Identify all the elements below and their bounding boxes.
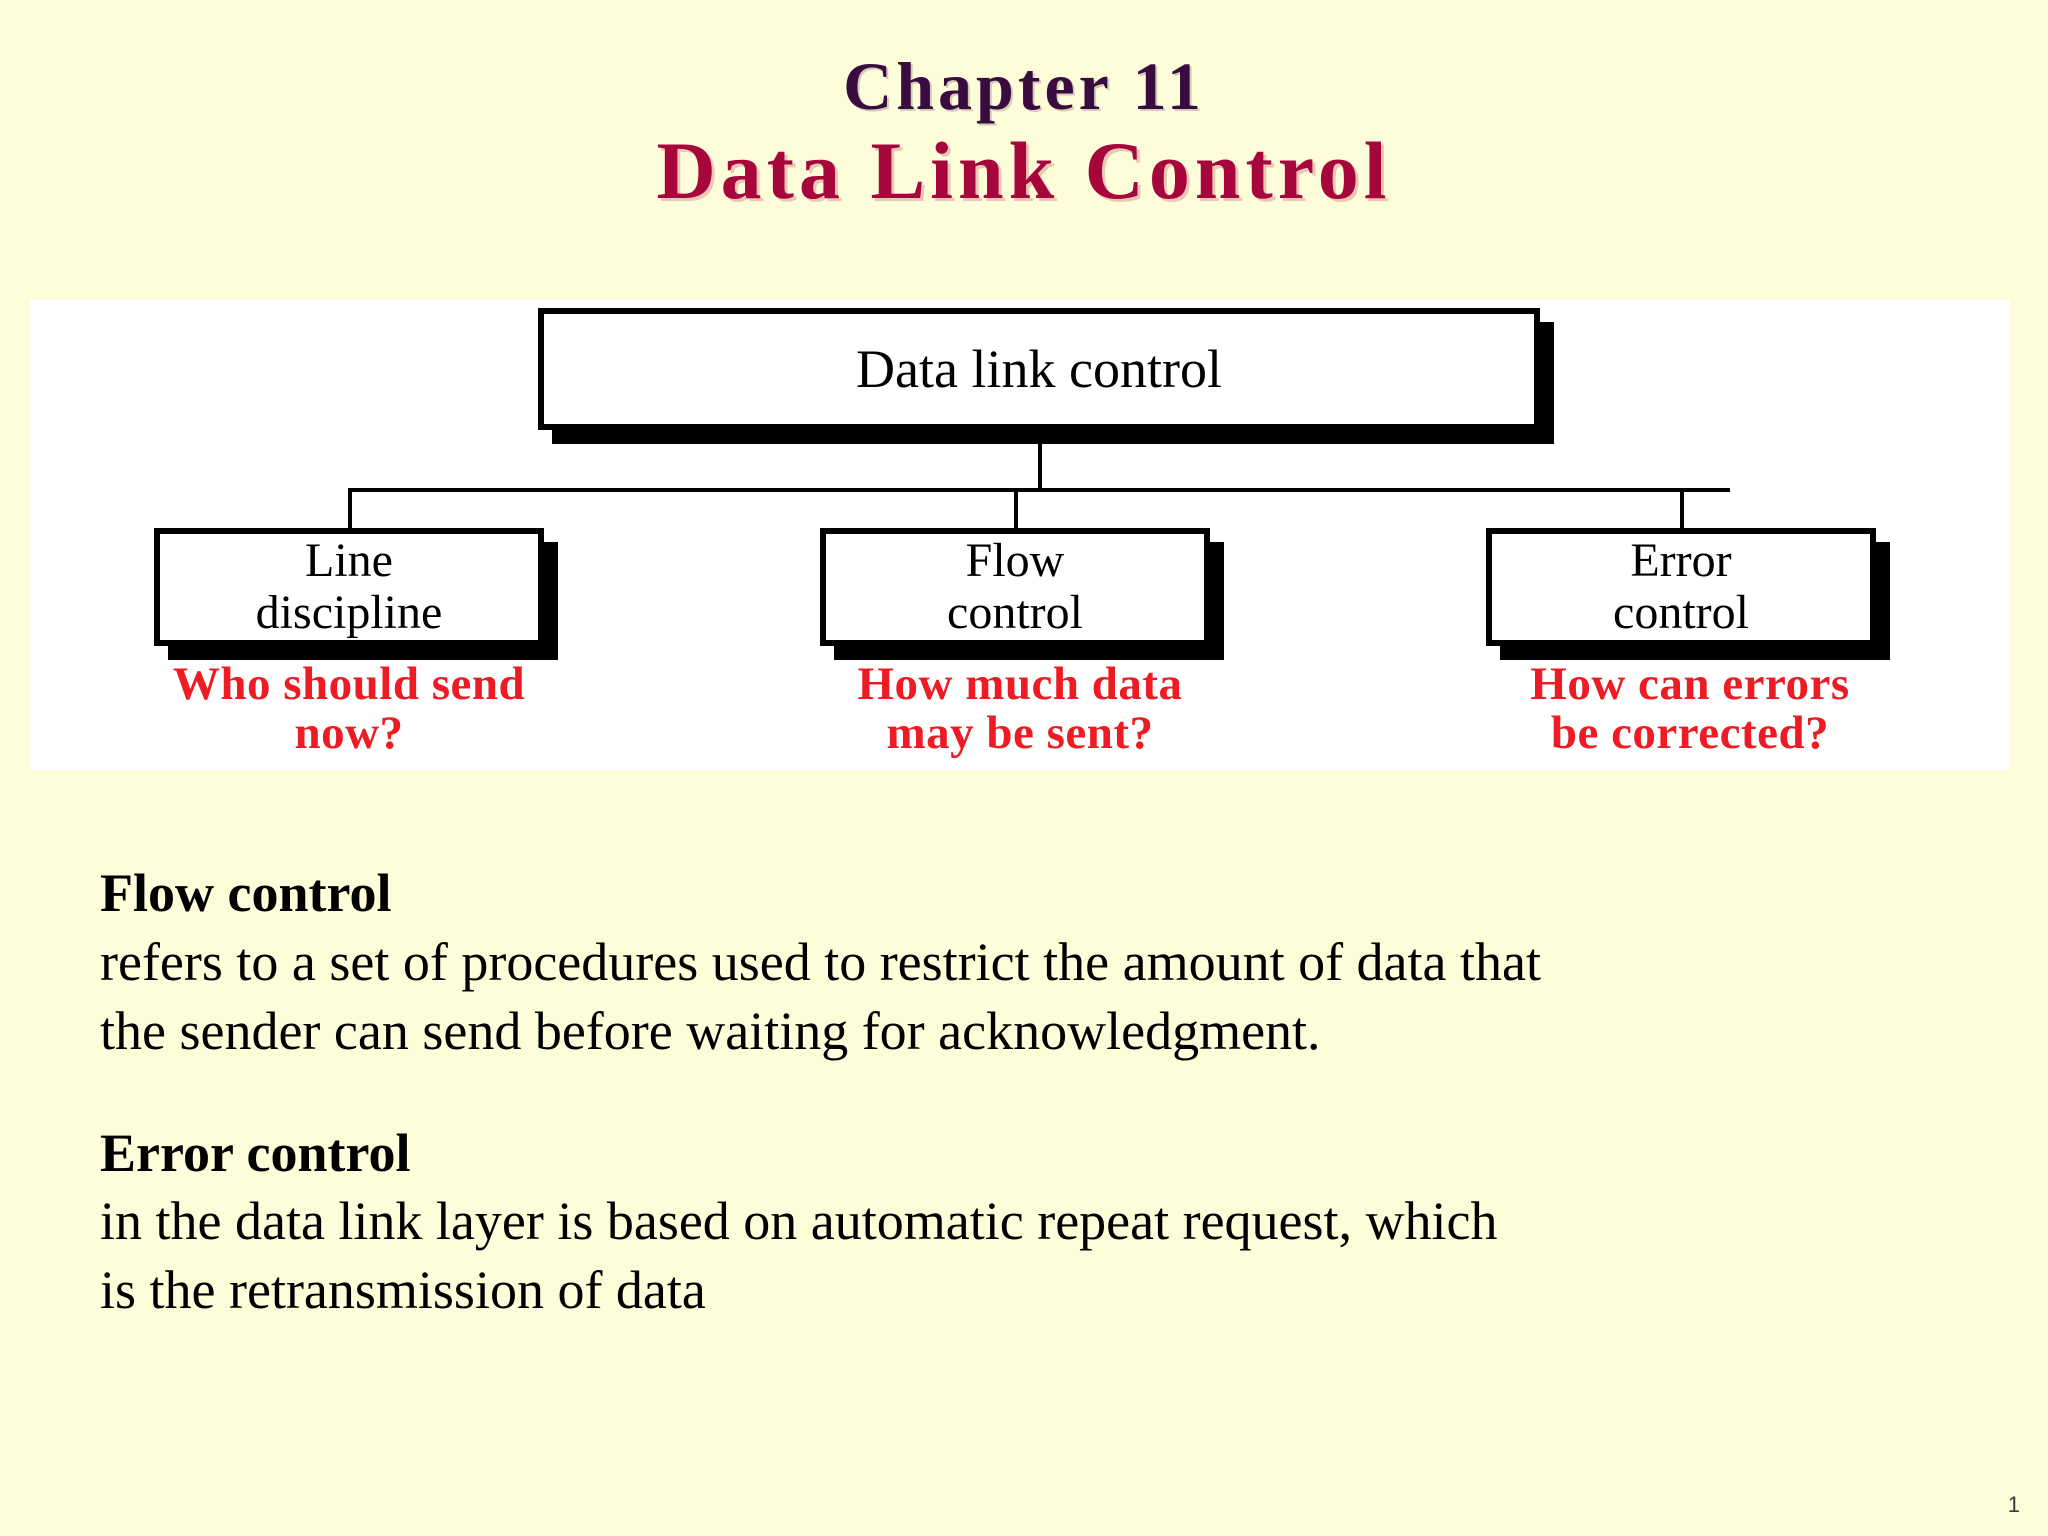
question-line-2: now? [294, 707, 404, 760]
body-text: Flow control refers to a set of procedur… [100, 860, 1980, 1325]
diagram-node-label-line-1: Line [305, 534, 393, 588]
diagram-node-label: Data link control [856, 338, 1222, 399]
diagram-node-error-control: Error control [1486, 528, 1876, 646]
diagram-question-flow-control: How much data may be sent? [720, 658, 1320, 760]
diagram-node-label-line-1: Flow [965, 534, 1065, 588]
diagram-node-label-line-1: Error [1630, 534, 1732, 588]
connector-drop-flow-control [1014, 488, 1018, 530]
definition-text-line-1: in the data link layer is based on autom… [100, 1191, 1498, 1252]
definition-text-line-2: the sender can send before waiting for a… [100, 1000, 1321, 1061]
connector-root-stem [1038, 430, 1042, 490]
page-number: 1 [2007, 1492, 2020, 1517]
diagram-node-label-line-2: discipline [255, 586, 443, 639]
diagram-question-line-discipline: Who should send now? [49, 658, 649, 760]
question-line-1: How can errors [1530, 658, 1850, 710]
diagram-node-flow-control: Flow control [820, 528, 1210, 646]
diagram-question-error-control: How can errors be corrected? [1390, 658, 1990, 760]
diagram-node-data-link-control: Data link control [538, 308, 1540, 430]
question-line-2: be corrected? [1550, 707, 1830, 760]
connector-drop-error-control [1680, 488, 1684, 530]
paragraph-spacer [100, 1066, 1980, 1120]
definition-text-line-2: is the retransmission of data [100, 1260, 706, 1321]
title-block: Chapter 11 Data Link Control [0, 0, 2048, 214]
question-line-2: may be sent? [886, 707, 1154, 760]
diagram-node-label-line-2: control [1613, 586, 1749, 639]
chapter-label: Chapter 11 [843, 48, 1205, 124]
definition-entry-flow-control: Flow control refers to a set of procedur… [100, 860, 1980, 1066]
question-line-1: How much data [857, 658, 1183, 710]
diagram-node-line-discipline: Line discipline [154, 528, 544, 646]
question-line-1: Who should send [172, 658, 526, 710]
definition-text-line-1: refers to a set of procedures used to re… [100, 931, 1541, 992]
page-title: Data Link Control [656, 125, 1392, 216]
connector-horizontal-bar [348, 488, 1730, 492]
definition-entry-error-control: Error control in the data link layer is … [100, 1120, 1980, 1326]
definition-term: Flow control [100, 863, 392, 923]
diagram-node-label-line-2: control [947, 586, 1083, 639]
definition-term: Error control [100, 1122, 411, 1183]
connector-drop-line-discipline [348, 488, 352, 530]
diagram-panel: Data link control Line discipline Flow c… [30, 300, 2010, 770]
